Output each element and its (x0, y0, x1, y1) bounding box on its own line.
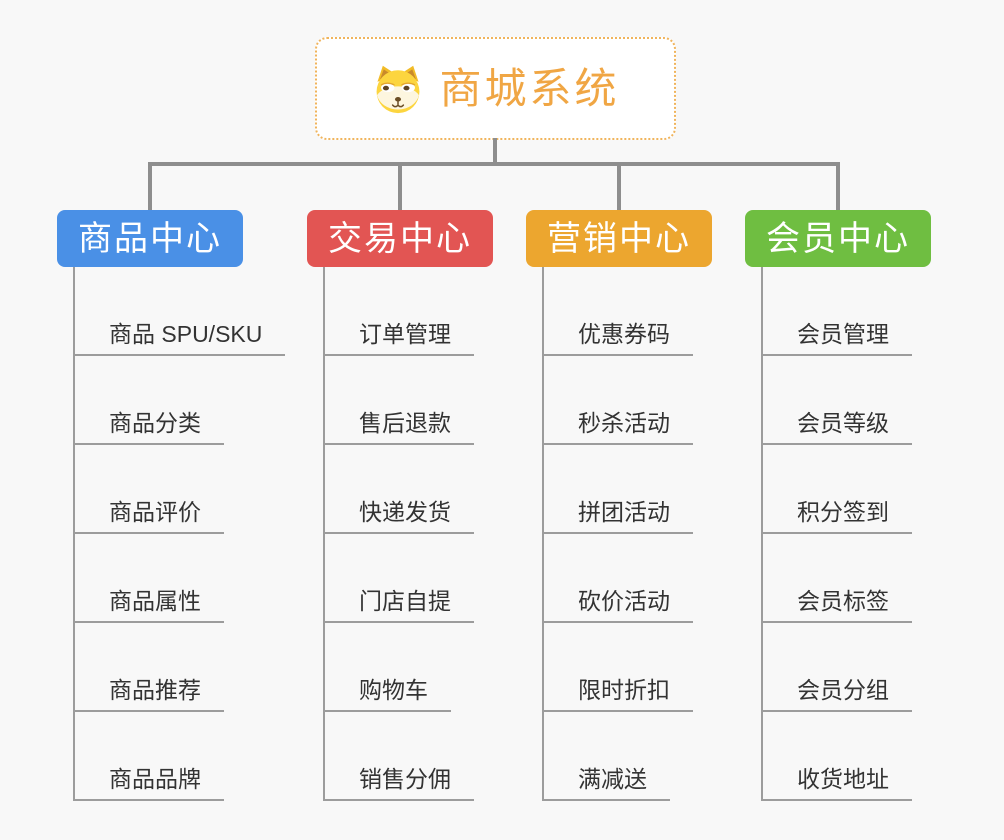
leaf-label: 快递发货 (359, 498, 451, 525)
leaf-node[interactable]: 商品属性 (75, 534, 224, 623)
leaf-node[interactable]: 商品推荐 (75, 623, 224, 712)
leaf-label: 商品品牌 (109, 765, 201, 792)
leaf-node[interactable]: 收货地址 (763, 712, 912, 801)
leaf-node[interactable]: 商品 SPU/SKU (75, 267, 286, 356)
branch-node[interactable]: 会员中心 (745, 210, 931, 267)
connector-branch-stub (836, 162, 840, 210)
branch-node[interactable]: 营销中心 (526, 210, 712, 267)
shiba-dog-face-icon (377, 65, 420, 113)
leaf-node[interactable]: 拼团活动 (544, 445, 693, 534)
leaf-label: 限时折扣 (578, 676, 670, 703)
root-title: 商城系统 (439, 64, 620, 112)
leaf-label: 会员等级 (797, 409, 889, 436)
leaf-node[interactable]: 砍价活动 (544, 534, 693, 623)
branch-items: 商品 SPU/SKU 商品分类商品评价商品属性商品推荐商品品牌 (73, 267, 286, 801)
connector-horizontal-bar (148, 162, 840, 166)
leaf-label: 砍价活动 (578, 587, 670, 614)
branch-1: 商品中心商品 SPU/SKU 商品分类商品评价商品属性商品推荐商品品牌 (57, 162, 286, 801)
leaf-node[interactable]: 购物车 (325, 623, 451, 712)
connector-branch-stub (398, 162, 402, 210)
leaf-label: 会员标签 (797, 587, 889, 614)
leaf-node[interactable]: 会员管理 (763, 267, 912, 356)
leaf-label: 商品推荐 (109, 676, 201, 703)
connector-branch-stub (148, 162, 152, 210)
leaf-label: 商品评价 (109, 498, 201, 525)
root-node[interactable]: 商城系统 (315, 37, 676, 140)
branch-2: 交易中心订单管理售后退款快递发货门店自提购物车销售分佣 (307, 162, 493, 801)
leaf-label: 购物车 (359, 676, 428, 703)
branch-node[interactable]: 商品中心 (57, 210, 243, 267)
leaf-node[interactable]: 优惠券码 (544, 267, 693, 356)
leaf-label: 商品属性 (109, 587, 201, 614)
leaf-label: 积分签到 (797, 498, 889, 525)
leaf-node[interactable]: 会员等级 (763, 356, 912, 445)
branch-items: 会员管理会员等级积分签到会员标签会员分组收货地址 (761, 267, 912, 801)
leaf-node[interactable]: 销售分佣 (325, 712, 474, 801)
branch-items: 订单管理售后退款快递发货门店自提购物车销售分佣 (323, 267, 474, 801)
leaf-label: 收货地址 (797, 765, 889, 792)
leaf-label: 售后退款 (359, 409, 451, 436)
leaf-node[interactable]: 会员分组 (763, 623, 912, 712)
leaf-label: 优惠券码 (578, 320, 670, 347)
leaf-node[interactable]: 秒杀活动 (544, 356, 693, 445)
leaf-label: 商品 SPU/SKU (109, 320, 263, 347)
leaf-label: 拼团活动 (578, 498, 670, 525)
branch-3: 营销中心优惠券码秒杀活动拼团活动砍价活动限时折扣满减送 (526, 162, 712, 801)
branch-items: 优惠券码秒杀活动拼团活动砍价活动限时折扣满减送 (542, 267, 693, 801)
leaf-node[interactable]: 限时折扣 (544, 623, 693, 712)
branch-4: 会员中心会员管理会员等级积分签到会员标签会员分组收货地址 (745, 162, 931, 801)
connector-root-stub (493, 138, 497, 166)
leaf-label: 商品分类 (109, 409, 201, 436)
leaf-node[interactable]: 商品评价 (75, 445, 224, 534)
leaf-label: 会员分组 (797, 676, 889, 703)
leaf-node[interactable]: 快递发货 (325, 445, 474, 534)
leaf-node[interactable]: 门店自提 (325, 534, 474, 623)
leaf-node[interactable]: 售后退款 (325, 356, 474, 445)
leaf-label: 销售分佣 (359, 765, 451, 792)
leaf-node[interactable]: 会员标签 (763, 534, 912, 623)
connector-branch-stub (617, 162, 621, 210)
leaf-node[interactable]: 积分签到 (763, 445, 912, 534)
leaf-label: 门店自提 (359, 587, 451, 614)
leaf-node[interactable]: 订单管理 (325, 267, 474, 356)
leaf-node[interactable]: 商品品牌 (75, 712, 224, 801)
branch-node[interactable]: 交易中心 (307, 210, 493, 267)
leaf-label: 订单管理 (359, 320, 451, 347)
leaf-label: 满减送 (578, 765, 647, 792)
leaf-node[interactable]: 满减送 (544, 712, 670, 801)
leaf-label: 会员管理 (797, 320, 889, 347)
leaf-node[interactable]: 商品分类 (75, 356, 224, 445)
leaf-label: 秒杀活动 (578, 409, 670, 436)
